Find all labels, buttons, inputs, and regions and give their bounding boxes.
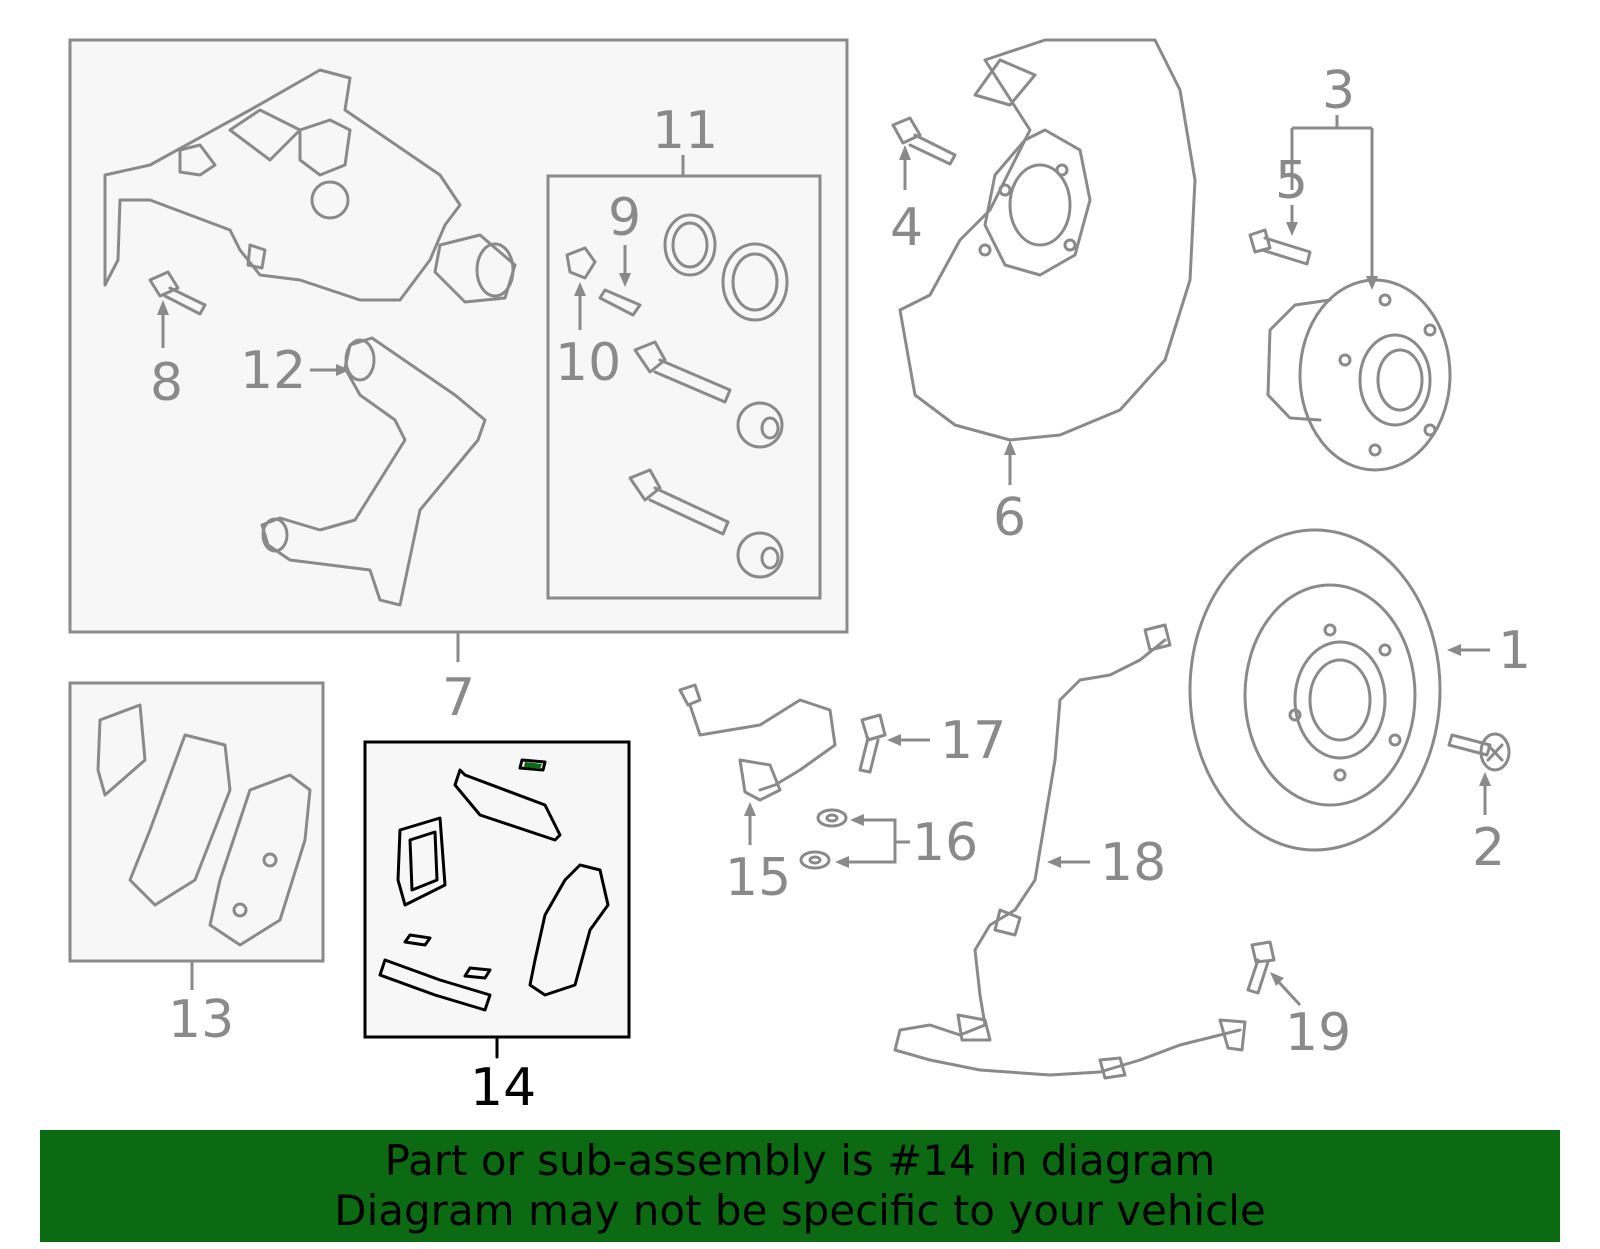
- callout-6: 6: [993, 488, 1026, 548]
- leader-1-arrow: [1447, 644, 1461, 656]
- callout-3: 3: [1322, 61, 1355, 121]
- dust-shield: [898, 38, 1197, 442]
- callout-15: 15: [725, 848, 791, 908]
- brake-rotor: [1188, 528, 1442, 852]
- callout-10: 10: [555, 333, 621, 393]
- brake-pad-box: [68, 681, 325, 963]
- leader-9-arrow: [619, 273, 631, 287]
- leader-3: [1290, 115, 1374, 280]
- caliper-housing: [103, 68, 462, 302]
- callout-16: 16: [912, 813, 978, 873]
- leader-5-arrow: [1286, 222, 1298, 236]
- copper-washers: [799, 808, 848, 870]
- callout-17: 17: [940, 711, 1006, 771]
- highlight-clip: [524, 762, 542, 769]
- seal-kit-box: [546, 174, 822, 600]
- brake-hose: [678, 683, 837, 802]
- abs-sensor-harness: [893, 623, 1247, 1080]
- bleeder-cap: [565, 246, 597, 280]
- piston-seal: [663, 213, 717, 277]
- banner-line-part: Part or sub-assembly is #14 in diagram: [384, 1136, 1216, 1185]
- leader-6-arrow: [1004, 440, 1016, 455]
- callout-19: 19: [1285, 1003, 1351, 1063]
- bleeder-screw: [598, 288, 642, 317]
- callout-5: 5: [1275, 151, 1308, 211]
- callout-13: 13: [168, 990, 234, 1050]
- callout-14: 14: [470, 1058, 536, 1118]
- leader-19-arrow: [1270, 972, 1284, 986]
- sensor-bolt: [1246, 940, 1276, 995]
- guide-pin-boot-upper: [736, 401, 784, 449]
- leader-16-arrow-a: [850, 814, 864, 826]
- wheel-stud: [1248, 228, 1312, 266]
- callout-2: 2: [1472, 818, 1505, 878]
- leader-17-arrow: [887, 734, 901, 746]
- callout-7: 7: [442, 668, 475, 728]
- brake-pads: [96, 703, 312, 947]
- shield-bolt: [891, 116, 957, 166]
- callout-9: 9: [608, 188, 641, 248]
- leader-18-arrow: [1047, 856, 1061, 868]
- leader-2-arrow: [1479, 772, 1491, 786]
- leader-16: [840, 818, 910, 864]
- leader-16-arrow-b: [835, 856, 849, 868]
- rotor-screw: [1447, 732, 1511, 772]
- callout-18: 18: [1100, 833, 1166, 893]
- callout-8: 8: [150, 353, 183, 413]
- callout-1: 1: [1498, 621, 1531, 681]
- leader-4-arrow: [899, 145, 911, 160]
- callout-11: 11: [652, 101, 718, 161]
- guide-pin-upper: [633, 340, 732, 404]
- caliper-piston: [433, 233, 517, 304]
- callout-12: 12: [240, 341, 306, 401]
- caliper-bolt: [148, 270, 207, 316]
- leader-8-arrow: [157, 300, 169, 315]
- dust-boot: [721, 242, 789, 322]
- leader-15-arrow: [744, 802, 756, 816]
- leader-12-arrow: [336, 364, 350, 376]
- hardware-kit-box: [363, 740, 631, 1039]
- callout-4: 4: [890, 198, 923, 258]
- info-banner: Part or sub-assembly is #14 in diagram D…: [40, 1130, 1560, 1242]
- hub-bearing: [1266, 278, 1452, 472]
- banner-line-disclaimer: Diagram may not be specific to your vehi…: [334, 1186, 1266, 1235]
- leader-3-arrow: [1366, 276, 1378, 290]
- guide-pin-boot-lower: [736, 531, 784, 579]
- leader-10-arrow: [574, 282, 586, 296]
- hardware-kit-parts: [378, 758, 610, 1012]
- banjo-bolt: [858, 713, 887, 774]
- caliper-bracket: [260, 336, 487, 607]
- guide-pin-lower: [628, 468, 730, 536]
